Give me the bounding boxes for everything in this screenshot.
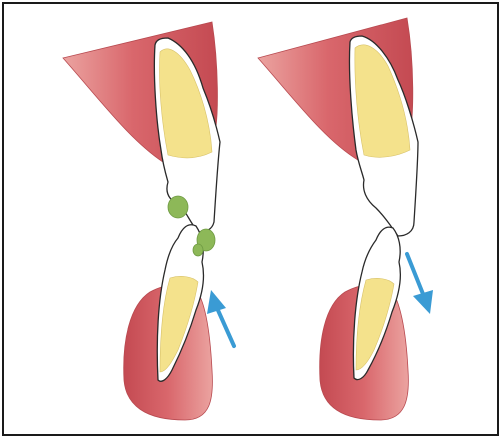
contact-marker bbox=[193, 244, 203, 256]
contact-marker bbox=[168, 196, 188, 218]
